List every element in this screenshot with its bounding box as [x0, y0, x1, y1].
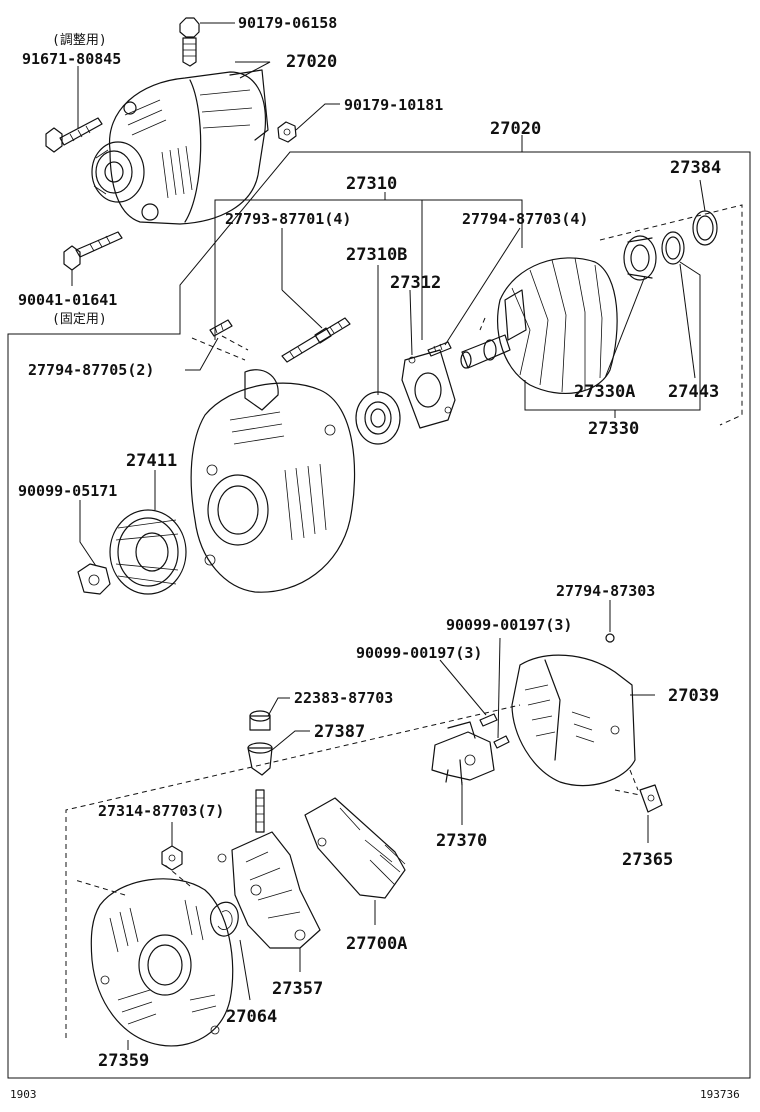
label-90099-00197-b: 90099-00197(3) — [356, 644, 482, 662]
label-27020-assy: 27020 — [490, 119, 541, 139]
label-90179-06158: 90179-06158 — [238, 14, 337, 32]
label-27443: 27443 — [668, 382, 719, 402]
label-fix-note: (固定用) — [52, 312, 107, 327]
label-27039: 27039 — [668, 686, 719, 706]
label-27020-top: 27020 — [286, 52, 337, 72]
label-27310B: 27310B — [346, 245, 407, 265]
label-90041-01641: 90041-01641 — [18, 291, 117, 309]
drive-end-bearing-drawing — [191, 317, 456, 445]
label-27330A: 27330A — [574, 382, 635, 402]
assembly-frame — [7, 151, 751, 1079]
label-27794-87703: 27794-87703(4) — [462, 210, 588, 228]
label-27794-87705: 27794-87705(2) — [28, 361, 154, 379]
footer-left-code: 1903 — [10, 1088, 37, 1101]
label-90099-00197-a: 90099-00197(3) — [446, 616, 572, 634]
footer-right-code: 193736 — [700, 1088, 740, 1101]
label-27365: 27365 — [622, 850, 673, 870]
label-27330: 27330 — [588, 419, 639, 439]
alternator-assembly-drawing — [45, 17, 297, 271]
label-27411: 27411 — [126, 451, 177, 471]
label-27793-87701: 27793-87701(4) — [225, 210, 351, 228]
label-27384: 27384 — [670, 158, 721, 178]
label-90179-10181: 90179-10181 — [344, 96, 443, 114]
label-27794-87303: 27794-87303 — [556, 582, 655, 600]
rear-cover-drawing — [511, 633, 663, 813]
leader-lines — [71, 22, 706, 1050]
label-27370: 27370 — [436, 831, 487, 851]
rectifier-drawing — [161, 710, 321, 949]
rear-frame-drawing — [65, 704, 521, 1047]
label-27359: 27359 — [98, 1051, 149, 1071]
label-22383-87703: 22383-87703 — [294, 689, 393, 707]
label-27387: 27387 — [314, 722, 365, 742]
rotor-drawing — [460, 204, 743, 426]
label-27314-87703: 27314-87703(7) — [98, 802, 224, 820]
drive-end-frame-drawing — [77, 369, 356, 595]
label-90099-05171: 90099-05171 — [18, 482, 117, 500]
label-27064: 27064 — [226, 1007, 277, 1027]
label-27357: 27357 — [272, 979, 323, 999]
label-27700A: 27700A — [346, 934, 407, 954]
label-27312: 27312 — [390, 273, 441, 293]
brush-holder-drawing — [431, 713, 510, 786]
label-91671-80845: 91671-80845 — [22, 50, 121, 68]
label-adjust-note: (調整用) — [52, 33, 107, 48]
label-27310: 27310 — [346, 174, 397, 194]
regulator-drawing — [304, 797, 406, 899]
